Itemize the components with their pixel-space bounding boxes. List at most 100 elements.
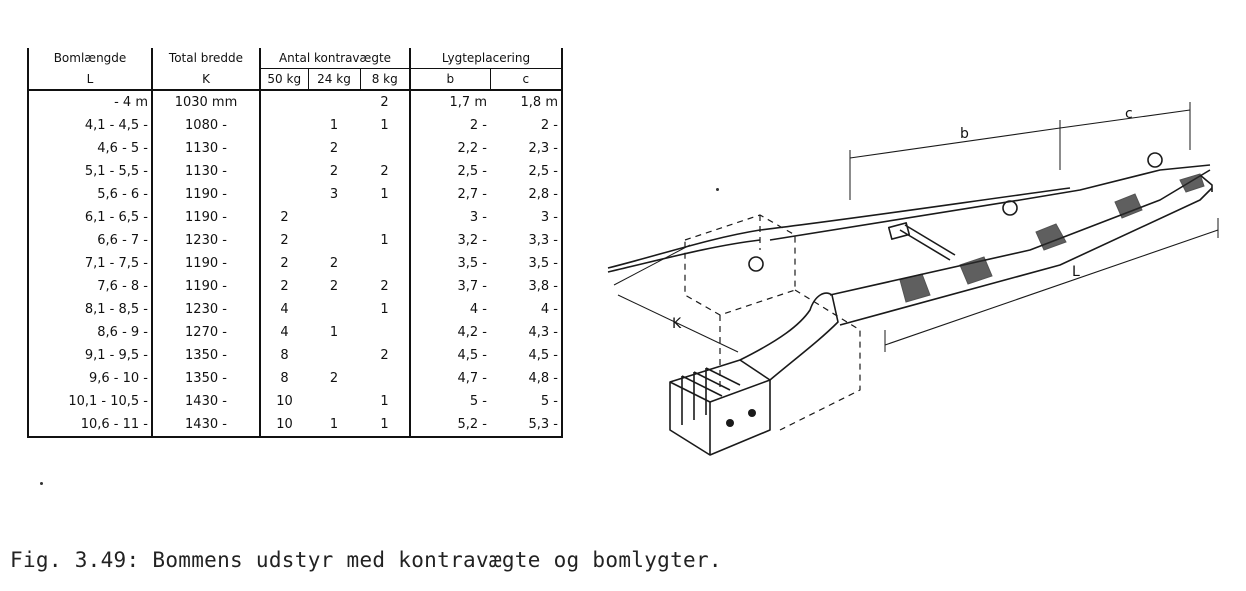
cell-b: 4,2 - — [409, 321, 490, 344]
cell-24kg: 2 — [329, 141, 339, 156]
cell-b: 4,7 - — [409, 367, 490, 390]
boom-body-right — [1199, 174, 1213, 192]
cell-24kg — [308, 229, 360, 252]
lamp-mount-3 — [1147, 152, 1163, 168]
cell-width: 1080 - — [151, 114, 260, 137]
cell-24kg — [308, 298, 360, 321]
cell-width: 1030 mm — [151, 90, 260, 114]
cell-length: 4,1 - 4,5 - — [27, 114, 152, 137]
cell-24kg: 1 — [308, 413, 360, 438]
dim-line-l — [884, 229, 1219, 346]
label-c: c — [1125, 106, 1133, 122]
cell-b: 5,2 - — [409, 413, 490, 438]
cell-width: 1430 - — [151, 390, 260, 413]
boom-top-rail — [769, 164, 1211, 241]
cell-24kg: 3 — [329, 187, 339, 202]
cell-c: 3,5 - — [490, 252, 563, 275]
cell-50kg — [259, 90, 308, 114]
cell-24kg — [308, 90, 360, 114]
cell-50kg: 4 — [259, 298, 308, 321]
cell-8kg: 1 — [380, 233, 389, 248]
cell-b: 3,2 - — [409, 229, 490, 252]
cell-8kg: 2 — [380, 164, 389, 179]
cell-50kg — [259, 137, 308, 160]
header-width: Total bredde — [151, 48, 260, 69]
cell-c: 3,8 - — [490, 275, 563, 298]
cell-width: 1350 - — [151, 367, 260, 390]
cell-24kg: 2 — [329, 164, 339, 179]
cell-b: 2,2 - — [409, 137, 490, 160]
label-k: K — [672, 316, 682, 332]
cell-c: 3,3 - — [490, 229, 563, 252]
cell-c: 3 - — [490, 206, 563, 229]
hatch-stripe-3 — [1035, 223, 1067, 251]
hatch-stripe-4 — [1114, 193, 1143, 219]
cell-c: 4,3 - — [490, 321, 563, 344]
cell-b: 3,5 - — [409, 252, 490, 275]
cell-8kg — [360, 321, 410, 344]
figure-caption: Fig. 3.49: Bommens udstyr med kontravægt… — [10, 548, 722, 572]
dim-line-c — [1059, 109, 1191, 129]
cell-24kg: 2 — [329, 256, 339, 271]
cell-length: 4,6 - 5 - — [27, 137, 152, 160]
hatch-stripe-1 — [899, 273, 931, 303]
cell-c: 2,8 - — [490, 183, 563, 206]
cell-width: 1430 - — [151, 413, 260, 438]
cell-24kg — [308, 206, 360, 229]
cell-50kg — [259, 114, 308, 137]
subheader-k: K — [151, 68, 260, 91]
boom-neck — [739, 292, 839, 381]
cell-length: 7,1 - 7,5 - — [27, 252, 152, 275]
cell-width: 1190 - — [151, 206, 260, 229]
speck — [40, 482, 43, 485]
cell-length: 9,6 - 10 - — [27, 367, 152, 390]
subheader-c: c — [489, 68, 563, 91]
cell-8kg: 1 — [380, 394, 389, 409]
cell-b: 4,5 - — [409, 344, 490, 367]
header-light-placement: Lygteplacering — [409, 48, 563, 69]
cell-50kg — [259, 183, 308, 206]
cell-50kg: 10 — [259, 390, 308, 413]
cell-width: 1350 - — [151, 344, 260, 367]
dim-line-k — [617, 294, 739, 353]
cell-length: 5,6 - 6 - — [27, 183, 152, 206]
cell-8kg: 1 — [380, 118, 389, 133]
cell-length: 8,1 - 8,5 - — [27, 298, 152, 321]
cell-length: 6,1 - 6,5 - — [27, 206, 152, 229]
cell-50kg: 2 — [259, 252, 308, 275]
cell-b: 2,7 - — [409, 183, 490, 206]
cell-b: 3,7 - — [409, 275, 490, 298]
cell-width: 1190 - — [151, 275, 260, 298]
cell-24kg: 1 — [329, 325, 339, 340]
cell-c: 5,3 - — [490, 413, 563, 438]
cell-b: 5 - — [409, 390, 490, 413]
cell-50kg: 2 — [259, 275, 308, 298]
subheader-l: L — [27, 68, 152, 91]
cell-c: 2,3 - — [490, 137, 563, 160]
cell-8kg: 1 — [380, 187, 389, 202]
cell-24kg: 1 — [329, 118, 339, 133]
cell-width: 1230 - — [151, 229, 260, 252]
cell-length: 10,6 - 11 - — [27, 413, 152, 438]
cell-c: 5 - — [490, 390, 563, 413]
cell-width: 1190 - — [151, 252, 260, 275]
cell-50kg: 4 — [259, 321, 308, 344]
lamp-mount-1 — [748, 256, 764, 272]
cell-length: - 4 m — [27, 90, 152, 114]
cell-width: 1130 - — [151, 160, 260, 183]
cell-length: 8,6 - 9 - — [27, 321, 152, 344]
boom-body-bottom — [839, 187, 1213, 326]
